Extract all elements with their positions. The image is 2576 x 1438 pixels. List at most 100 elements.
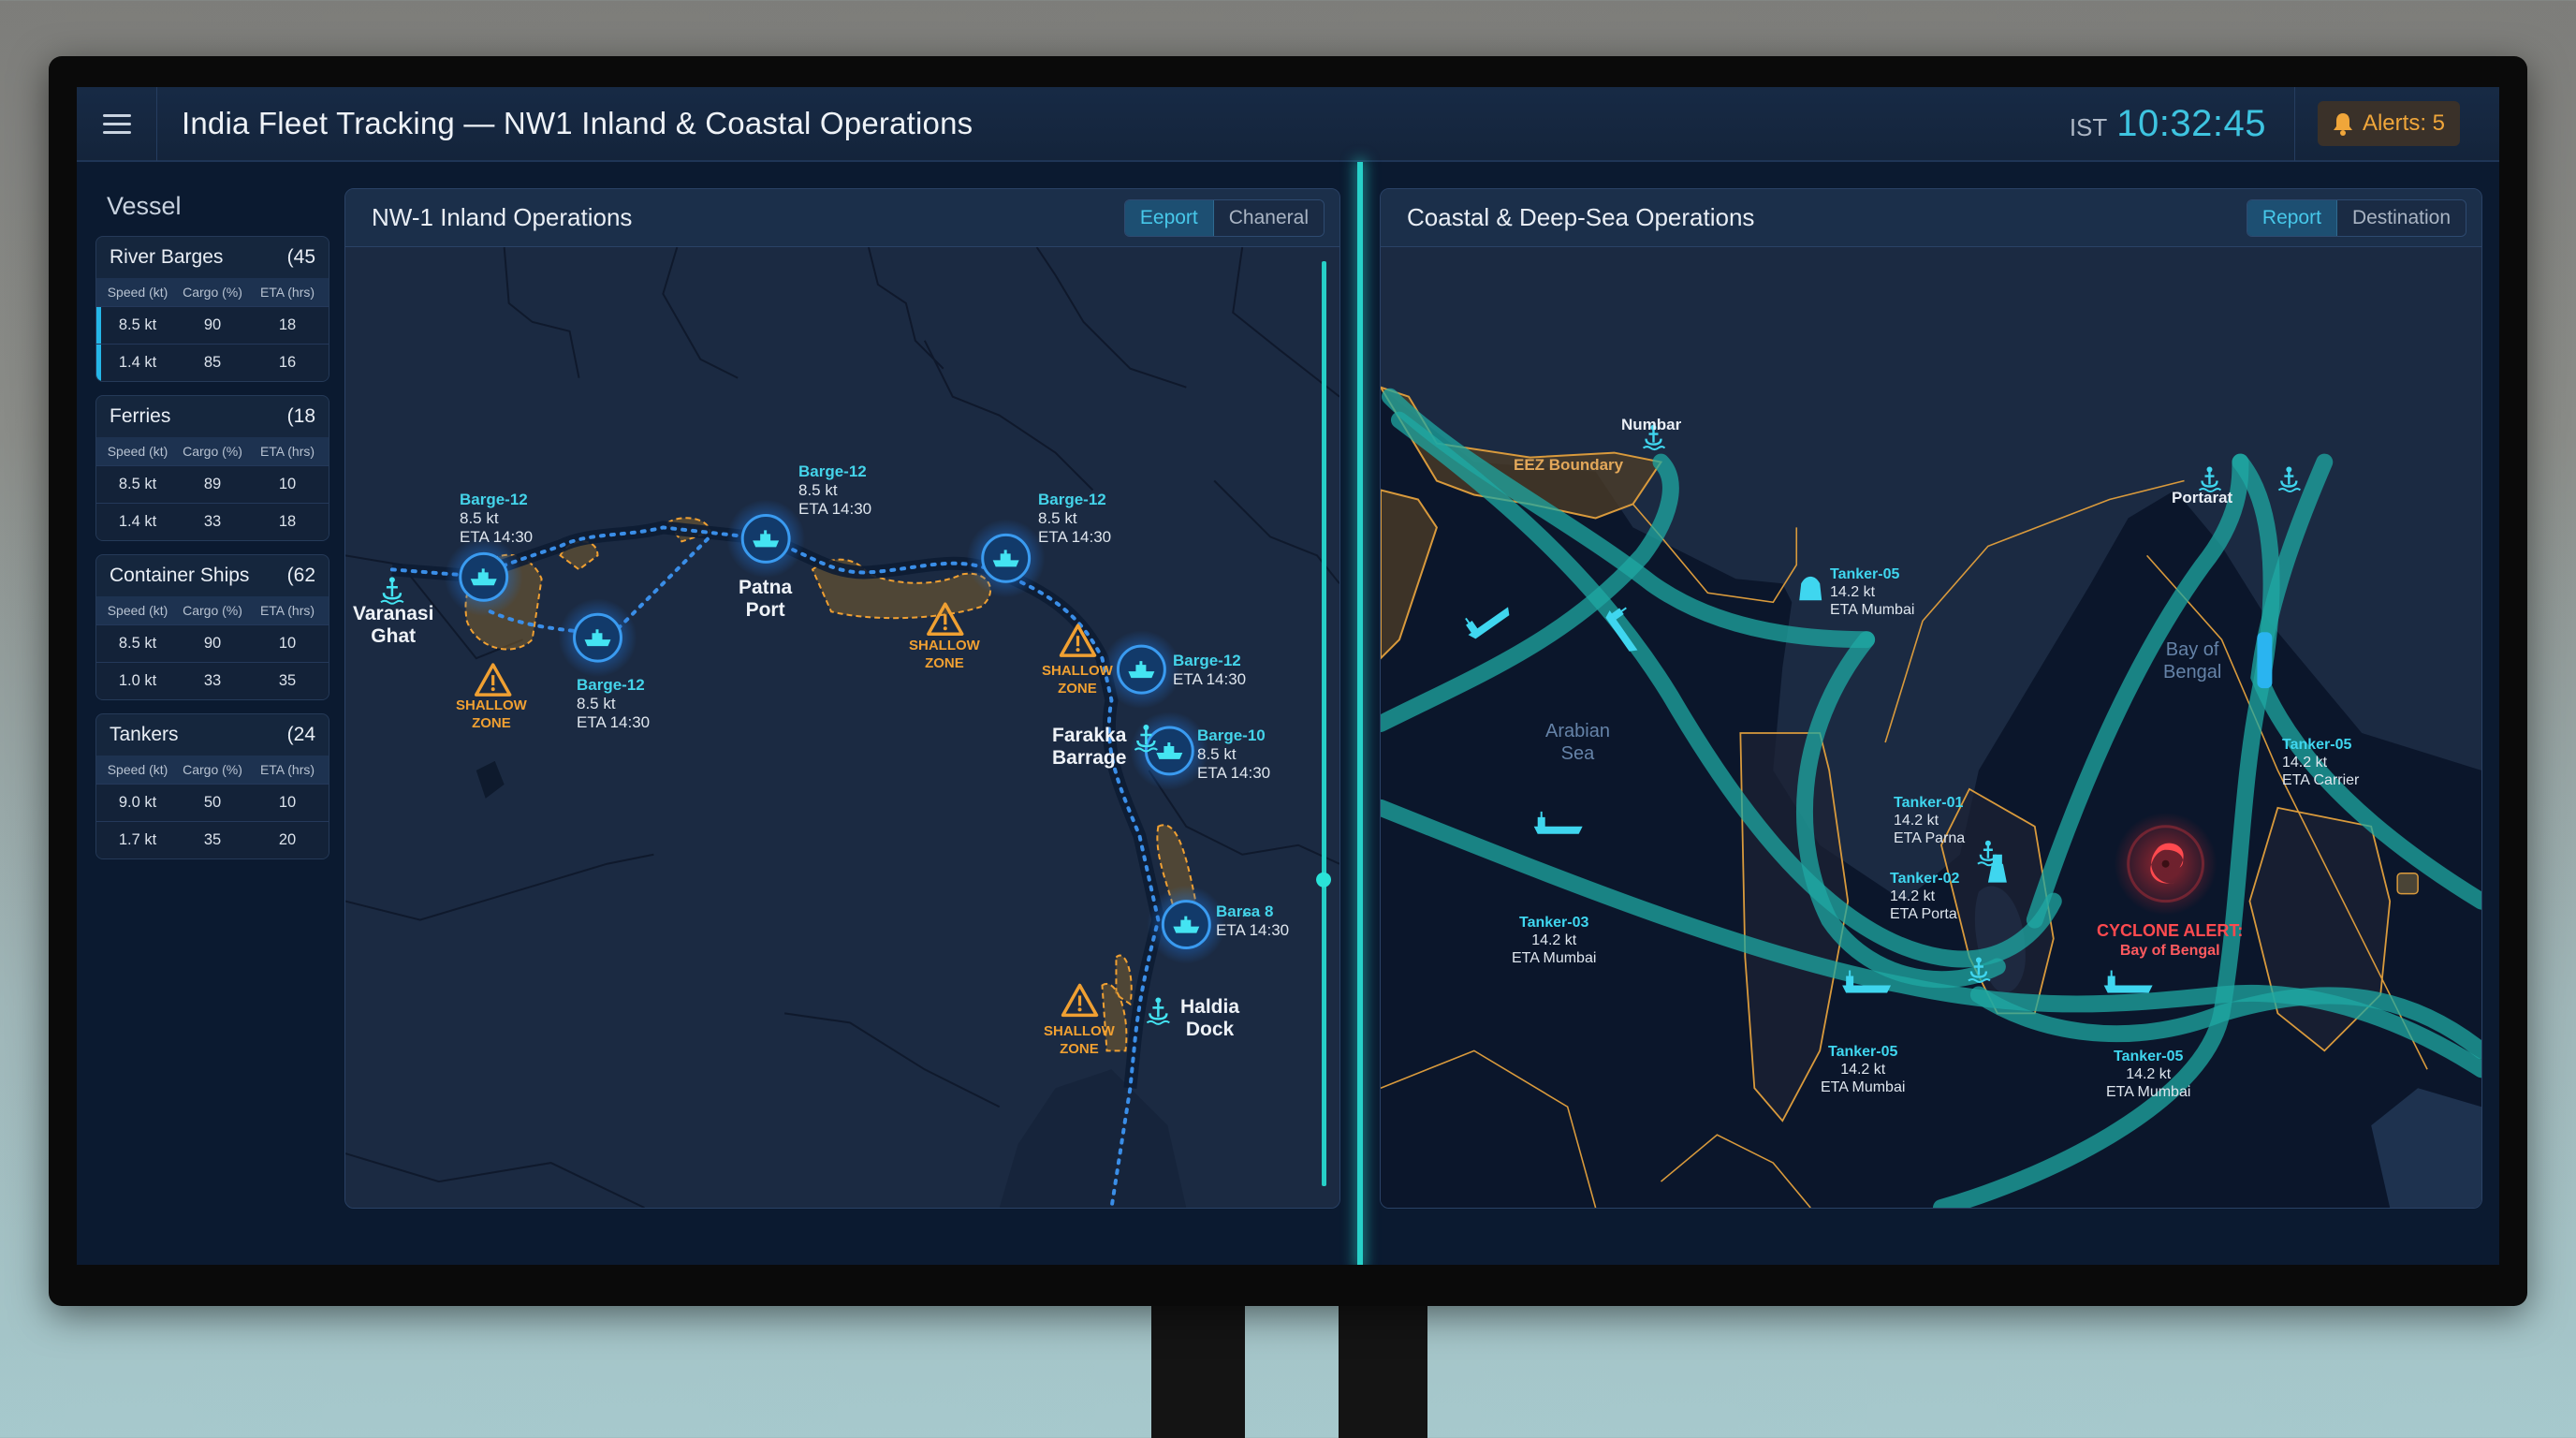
region-label-arabian-sea: Arabian Sea — [1545, 720, 1610, 765]
clock-timezone: IST — [2069, 112, 2108, 141]
vessel-group-header[interactable]: Ferries (18 — [96, 396, 329, 437]
panel-header: NW-1 Inland Operations Eeport Chaneral — [345, 189, 1339, 247]
tab-chaneral[interactable]: Chaneral — [1213, 199, 1324, 236]
vessel-eta: ETA Parna — [1894, 830, 1966, 846]
table-row[interactable]: 1.4 kt 85 16 — [96, 344, 329, 381]
vessel-label[interactable]: Tanker-01 14.2 kt ETA Parna — [1894, 794, 1965, 847]
table-row[interactable]: 1.4 kt 33 18 — [96, 503, 329, 540]
inland-operations-panel: NW-1 Inland Operations Eeport Chaneral — [344, 188, 1340, 1209]
column-cargo: Cargo (%) — [183, 285, 242, 300]
column-cargo: Cargo (%) — [183, 603, 242, 618]
vessel-speed: 14.2 kt — [1840, 1062, 1886, 1078]
vessel-group-header[interactable]: Tankers (24 — [96, 714, 329, 756]
vessel-label[interactable]: Barge-12 8.5 kt ETA 14:30 — [1038, 491, 1111, 547]
vessel-label[interactable]: Barge-12 8.5 kt ETA 14:30 — [798, 462, 871, 519]
vessel-label[interactable]: Tanker-05 14.2 kt ETA Carrier — [2282, 736, 2359, 789]
vessel-eta: ETA Mumbai — [2106, 1084, 2191, 1100]
table-row[interactable]: 1.7 kt 35 20 — [96, 821, 329, 858]
vessel-eta: ETA 14:30 — [1038, 528, 1112, 546]
vessel-name: Tanker-05 — [2114, 1049, 2184, 1064]
cell-speed: 1.4 kt — [118, 513, 157, 530]
column-eta: ETA (hrs) — [259, 285, 315, 300]
page-title: India Fleet Tracking — NW1 Inland & Coas… — [182, 106, 973, 140]
hamburger-menu-icon[interactable] — [77, 87, 157, 161]
place-label: Patna Port — [739, 577, 792, 622]
vessel-name: Barge-12 — [1038, 491, 1106, 508]
column-cargo: Cargo (%) — [183, 762, 242, 777]
coastal-operations-panel: Coastal & Deep-Sea Operations Report Des… — [1380, 188, 2482, 1209]
vessel-name: Barge-10 — [1197, 726, 1266, 744]
place-line: Dock — [1185, 1019, 1235, 1040]
cell-speed: 1.4 kt — [118, 354, 157, 371]
place-line: Varanasi — [353, 603, 434, 624]
cyclone-alert-title: CYCLONE ALERT: — [2097, 921, 2244, 940]
vessel-name: Tanker-03 — [1519, 915, 1589, 931]
region-line: Bay of — [2165, 639, 2219, 660]
view-toggle: Report Destination — [2246, 198, 2466, 237]
vessel-name: Barge-12 — [1173, 652, 1241, 669]
column-cargo: Cargo (%) — [183, 444, 242, 459]
vessel-label[interactable]: Tanker-05 14.2 kt ETA Mumbai — [1830, 565, 1914, 619]
vessel-group-header[interactable]: Container Ships (62 — [96, 555, 329, 596]
vessel-label[interactable]: Barge-12 8.5 kt ETA 14:30 — [460, 491, 533, 547]
cell-speed: 8.5 kt — [118, 316, 157, 333]
cell-speed: 1.0 kt — [118, 672, 157, 689]
hazard-line: ZONE — [1058, 681, 1097, 697]
monitor-stand-left — [1151, 1292, 1245, 1438]
alerts-button[interactable]: Alerts: 5 — [2317, 101, 2460, 146]
table-row[interactable]: 8.5 kt 89 10 — [96, 465, 329, 503]
vessel-name: Barɕa 8 — [1216, 902, 1274, 920]
vessel-eta: ETA Mumbai — [1512, 950, 1597, 966]
place-line: Farakka — [1052, 725, 1127, 746]
port-label-portarat: Portarat — [2172, 489, 2233, 506]
table-header: Speed (kt) Cargo (%) ETA (hrs) — [96, 596, 329, 624]
tab-eeport[interactable]: Eeport — [1124, 199, 1214, 236]
vessel-eta: ETA 14:30 — [1197, 764, 1271, 782]
column-speed: Speed (kt) — [107, 762, 168, 777]
table-header: Speed (kt) Cargo (%) ETA (hrs) — [96, 756, 329, 784]
column-speed: Speed (kt) — [107, 285, 168, 300]
vessel-speed: 8.5 kt — [577, 695, 616, 712]
vessel-label[interactable]: Tanker-05 14.2 kt ETA Mumbai — [1821, 1043, 1905, 1096]
column-eta: ETA (hrs) — [259, 762, 315, 777]
tab-destination[interactable]: Destination — [2336, 199, 2466, 236]
sidebar-title: Vessel — [107, 192, 182, 220]
monitor-bezel: India Fleet Tracking — NW1 Inland & Coas… — [49, 56, 2527, 1306]
vessel-label[interactable]: Barge-12 8.5 kt ETA 14:30 — [577, 676, 650, 732]
cell-eta: 16 — [278, 354, 297, 371]
hazard-line: SHALLOW — [909, 638, 980, 653]
vessel-label[interactable]: Barge-12 ETA 14:30 — [1173, 652, 1246, 689]
vessel-label[interactable]: Tanker-03 14.2 kt ETA Mumbai — [1512, 914, 1596, 967]
vessel-speed: 8.5 kt — [1197, 745, 1237, 763]
inland-map[interactable]: Varanasi Ghat Patna Port Farakka Barrage… — [345, 247, 1339, 1208]
vessel-speed: 14.2 kt — [2126, 1066, 2172, 1082]
vessel-group-name: River Barges — [110, 246, 224, 268]
vessel-group-header[interactable]: River Barges (45 — [96, 237, 329, 278]
top-bar: India Fleet Tracking — NW1 Inland & Coas… — [77, 87, 2499, 162]
vessel-label[interactable]: Barge-10 8.5 kt ETA 14:30 — [1197, 726, 1270, 783]
table-row[interactable]: 9.0 kt 50 10 — [96, 784, 329, 821]
coastal-map[interactable]: EEZ Boundary Numbar Portarat Arabian Sea… — [1381, 247, 2481, 1208]
vessel-label[interactable]: Tanker-02 14.2 kt ETA Porta — [1890, 870, 1959, 923]
monitor-stand-right — [1339, 1292, 1427, 1438]
column-speed: Speed (kt) — [107, 603, 168, 618]
vessel-eta: ETA Mumbai — [1821, 1079, 1906, 1095]
cell-cargo: 90 — [203, 635, 222, 652]
cell-cargo: 50 — [203, 794, 222, 811]
vessel-label[interactable]: Barɕa 8 ETA 14:30 — [1216, 902, 1289, 940]
panel-divider[interactable] — [1357, 162, 1363, 1265]
vessel-speed: 8.5 kt — [798, 481, 838, 499]
vessel-name: Tanker-01 — [1894, 795, 1964, 811]
table-row[interactable]: 8.5 kt 90 10 — [96, 624, 329, 662]
vessel-eta: ETA 14:30 — [577, 713, 651, 731]
tab-report[interactable]: Report — [2247, 199, 2337, 236]
table-row[interactable]: 8.5 kt 90 18 — [96, 306, 329, 344]
cyclone-alert-location: Bay of Bengal — [2119, 943, 2220, 959]
cell-eta: 20 — [278, 831, 297, 848]
hazard-line: SHALLOW — [1042, 663, 1113, 679]
vessel-group-count: (45 — [286, 246, 315, 268]
vessel-label[interactable]: Tanker-05 14.2 kt ETA Mumbai — [2106, 1048, 2190, 1101]
clock: IST 10:32:45 — [2070, 103, 2266, 145]
cyclone-alert[interactable]: CYCLONE ALERT: Bay of Bengal — [2097, 921, 2243, 961]
table-row[interactable]: 1.0 kt 33 35 — [96, 662, 329, 699]
